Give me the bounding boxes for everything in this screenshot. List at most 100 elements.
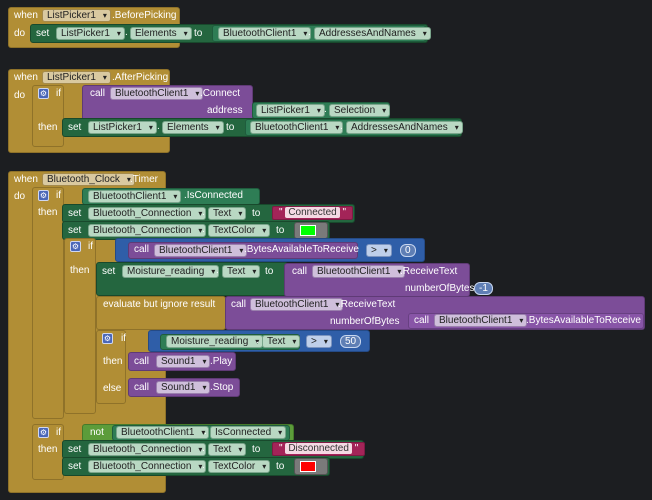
evaluate-ignore-block[interactable] <box>96 296 226 330</box>
number-of-bytes-label: numberOfBytes <box>405 283 475 294</box>
dot: . <box>256 335 259 346</box>
property-dropdown[interactable]: Text <box>208 207 247 220</box>
component-dropdown[interactable]: ListPicker1 <box>88 121 157 134</box>
if-block[interactable] <box>64 238 96 414</box>
component-dropdown[interactable]: Sound1 <box>156 355 211 368</box>
property-dropdown[interactable]: AddressesAndNames <box>314 27 431 40</box>
method-name: .Connect <box>200 88 241 99</box>
property-dropdown[interactable]: Elements <box>162 121 224 134</box>
mutator-gear-icon[interactable]: ⚙ <box>102 333 113 344</box>
call-label: call <box>134 244 150 255</box>
number-minus-one[interactable]: -1 <box>474 282 493 295</box>
dot: . <box>204 426 207 437</box>
component-dropdown[interactable]: BluetoothClient1 <box>250 121 344 134</box>
color-swatch-green[interactable] <box>300 225 316 236</box>
to-label: to <box>265 266 274 277</box>
method-name: .Stop <box>210 382 234 393</box>
component-dropdown[interactable]: ListPicker1 <box>256 104 325 117</box>
number-of-bytes-label: numberOfBytes <box>330 316 400 327</box>
component-dropdown[interactable]: Bluetooth_Connection <box>88 207 207 220</box>
component-dropdown[interactable]: BluetoothClient1 <box>116 426 210 439</box>
component-dropdown[interactable]: BluetoothClient1 <box>218 27 312 40</box>
address-label: address <box>207 105 243 116</box>
component-dropdown[interactable]: Bluetooth_Connection <box>88 460 207 473</box>
mutator-gear-icon[interactable]: ⚙ <box>38 190 49 201</box>
if-label: if <box>56 190 61 201</box>
when-label: when <box>14 72 38 83</box>
set-label: set <box>102 266 116 277</box>
if-label: if <box>56 427 61 438</box>
operator-dropdown[interactable]: > <box>306 335 332 348</box>
component-dropdown[interactable]: Sound1 <box>156 381 211 394</box>
property-dropdown[interactable]: TextColor <box>208 460 271 473</box>
property-dropdown[interactable]: Selection <box>329 104 391 117</box>
number-fifty[interactable]: 50 <box>340 335 362 348</box>
property-name: .IsConnected <box>184 190 243 201</box>
to-label: to <box>276 225 285 236</box>
do-label: do <box>14 90 26 101</box>
event-name: .AfterPicking <box>112 72 169 83</box>
if-block[interactable] <box>32 187 64 419</box>
property-dropdown[interactable]: Text <box>208 443 247 456</box>
component-dropdown[interactable]: BluetoothClient1 <box>154 244 248 257</box>
dot: . <box>202 207 205 218</box>
component-dropdown[interactable]: Bluetooth_Connection <box>88 443 207 456</box>
method-name: .ReceiveText <box>338 299 396 310</box>
mutator-gear-icon[interactable]: ⚙ <box>70 241 81 252</box>
to-label: to <box>252 444 261 455</box>
component-dropdown[interactable]: ListPicker1 <box>56 27 125 40</box>
component-dropdown[interactable]: BluetoothClient1 <box>312 265 406 278</box>
property-dropdown[interactable]: IsConnected <box>210 426 287 439</box>
color-swatch-red[interactable] <box>300 461 316 472</box>
property-dropdown[interactable]: Text <box>222 265 261 278</box>
dot: . <box>202 443 205 454</box>
if-label: if <box>56 88 61 99</box>
component-dropdown[interactable]: BluetoothClient1 <box>434 314 528 327</box>
component-dropdown[interactable]: Bluetooth_Connection <box>88 224 207 237</box>
component-dropdown[interactable]: BluetoothClient1 <box>110 87 204 100</box>
component-dropdown[interactable]: Moisture_reading <box>166 335 264 348</box>
component-dropdown[interactable]: BluetoothClient1 <box>250 298 344 311</box>
property-dropdown[interactable]: Text <box>262 335 301 348</box>
to-label: to <box>276 461 285 472</box>
string-value[interactable]: Disconnected <box>285 443 352 454</box>
dot: . <box>157 121 160 132</box>
method-name: .Play <box>210 356 233 367</box>
property-dropdown[interactable]: Elements <box>130 27 192 40</box>
do-label: do <box>14 191 26 202</box>
number-zero[interactable]: 0 <box>400 244 416 257</box>
string-connected[interactable]: " Connected " <box>272 206 354 220</box>
dot: . <box>202 224 205 235</box>
call-label: call <box>292 266 308 277</box>
dot: . <box>340 121 343 132</box>
then-label: then <box>38 122 58 133</box>
string-disconnected[interactable]: " Disconnected " <box>272 442 366 456</box>
call-label: call <box>414 315 430 326</box>
string-value[interactable]: Connected <box>285 207 340 218</box>
set-label: set <box>68 122 82 133</box>
set-label: set <box>68 461 82 472</box>
operator-dropdown[interactable]: > <box>366 244 392 257</box>
property-dropdown[interactable]: TextColor <box>208 224 271 237</box>
component-dropdown[interactable]: ListPicker1 <box>42 71 111 84</box>
mutator-gear-icon[interactable]: ⚙ <box>38 88 49 99</box>
property-dropdown[interactable]: AddressesAndNames <box>346 121 463 134</box>
to-label: to <box>252 208 261 219</box>
then-label: then <box>38 444 58 455</box>
method-name: .ReceiveText <box>400 266 458 277</box>
call-label: call <box>134 382 150 393</box>
mutator-gear-icon[interactable]: ⚙ <box>38 427 49 438</box>
evaluate-label: evaluate but ignore result <box>103 299 216 310</box>
event-name: .Timer <box>130 174 158 185</box>
then-label: then <box>38 207 58 218</box>
else-label: else <box>103 383 122 394</box>
component-dropdown[interactable]: ListPicker1 <box>42 9 111 22</box>
set-label: set <box>68 225 82 236</box>
dot: . <box>216 265 219 276</box>
if-label: if <box>88 241 93 252</box>
component-dropdown[interactable]: Moisture_reading <box>122 265 220 278</box>
call-label: call <box>90 88 106 99</box>
component-dropdown[interactable]: BluetoothClient1 <box>88 190 182 203</box>
component-dropdown[interactable]: Bluetooth_Clock <box>42 173 135 186</box>
when-label: when <box>14 10 38 21</box>
